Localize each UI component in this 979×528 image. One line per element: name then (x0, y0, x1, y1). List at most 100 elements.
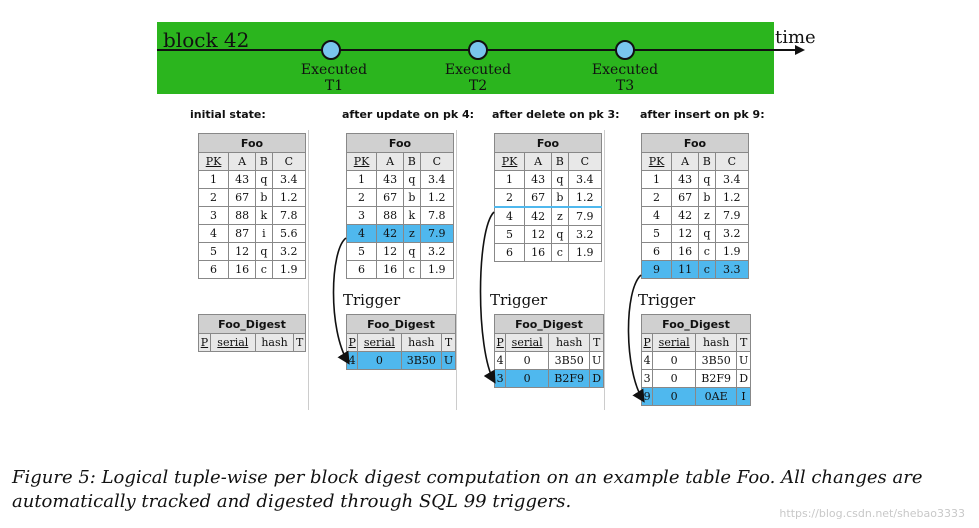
timepoint-line1: Executed (591, 62, 659, 78)
column-header: PK (197, 152, 230, 171)
timepoint-line2: T1 (324, 78, 344, 94)
column-header: PK (640, 152, 673, 171)
trigger-arrow-delete (479, 211, 496, 384)
cell: b (551, 188, 569, 208)
cell: 16 (228, 260, 257, 279)
trigger-label: Trigger (490, 291, 548, 309)
cell: c (698, 242, 716, 261)
timepoint-line1: Executed (444, 62, 512, 78)
time-axis-label: time (775, 27, 816, 48)
cell: 88 (376, 206, 405, 225)
cell: 1.9 (419, 260, 455, 279)
cell: 7.9 (419, 224, 455, 243)
cell: 0 (357, 351, 402, 370)
figure-caption: Figure 5: Logical tuple-wise per block d… (12, 467, 923, 512)
timepoint-label-t2: Executed T2 (438, 62, 518, 94)
column-header: B (255, 152, 273, 171)
table-title: Foo (641, 133, 749, 153)
cell: 3.2 (271, 242, 307, 261)
column-header: A (376, 152, 405, 171)
cell: 16 (376, 260, 405, 279)
cell: U (441, 351, 456, 370)
column-header: T (589, 333, 604, 352)
cell: 42 (524, 206, 553, 226)
cell: z (551, 206, 569, 226)
cell: 5.6 (271, 224, 307, 243)
timepoint-line1: Executed (300, 62, 368, 78)
cell: 0 (505, 369, 550, 388)
table-title: Foo (198, 133, 306, 153)
column-header: C (714, 152, 750, 171)
column-header: T (736, 333, 751, 352)
column-header: hash (254, 333, 295, 352)
cell: 3B50 (695, 351, 738, 370)
column-header: PK (345, 152, 378, 171)
timepoint-marker-t2 (468, 40, 488, 60)
cell: 1.9 (567, 243, 603, 262)
timeline-arrowhead (795, 45, 805, 55)
timepoint-line2: T3 (615, 78, 635, 94)
column-header: hash (695, 333, 738, 352)
timepoint-label-t3: Executed T3 (585, 62, 665, 94)
column-header: P (345, 333, 359, 352)
cell: 67 (524, 188, 553, 208)
cell: 87 (228, 224, 257, 243)
cell: 7.8 (271, 206, 307, 225)
column-header: A (228, 152, 257, 171)
cell: 1.9 (271, 260, 307, 279)
timepoint-line2: T2 (468, 78, 488, 94)
table-title: Foo_Digest (198, 314, 306, 334)
timeline-banner (157, 22, 774, 94)
cell: 3.4 (714, 170, 750, 189)
cell: U (589, 351, 604, 370)
cell: 3.4 (271, 170, 307, 189)
cell: 3.4 (567, 170, 603, 189)
table-title: Foo_Digest (641, 314, 751, 334)
timepoint-marker-t3 (615, 40, 635, 60)
step-label-delete: after delete on pk 3: (492, 108, 620, 121)
cell: 43 (524, 170, 553, 189)
cell: 3 (493, 369, 507, 388)
timepoint-marker-t1 (321, 40, 341, 60)
cell: c (403, 260, 421, 279)
cell: q (551, 170, 569, 189)
watermark: https://blog.csdn.net/shebao3333 (779, 507, 965, 520)
column-header: C (419, 152, 455, 171)
step-label-insert: after insert on pk 9: (640, 108, 765, 121)
trigger-label: Trigger (638, 291, 696, 309)
column-header: serial (652, 333, 697, 352)
trigger-arrow-insert (627, 274, 645, 403)
digest-table-initial: Foo_Digest P serial hash T (198, 314, 306, 352)
cell: c (255, 260, 273, 279)
cell: B2F9 (548, 369, 591, 388)
column-header: C (567, 152, 603, 171)
panel-divider (456, 130, 457, 410)
trigger-label: Trigger (343, 291, 401, 309)
block-label: block 42 (163, 28, 250, 52)
trigger-arrow-update (332, 237, 350, 365)
cell: 9 (640, 260, 673, 279)
column-header: T (293, 333, 306, 352)
column-header: B (551, 152, 569, 171)
panel-divider (308, 130, 309, 410)
